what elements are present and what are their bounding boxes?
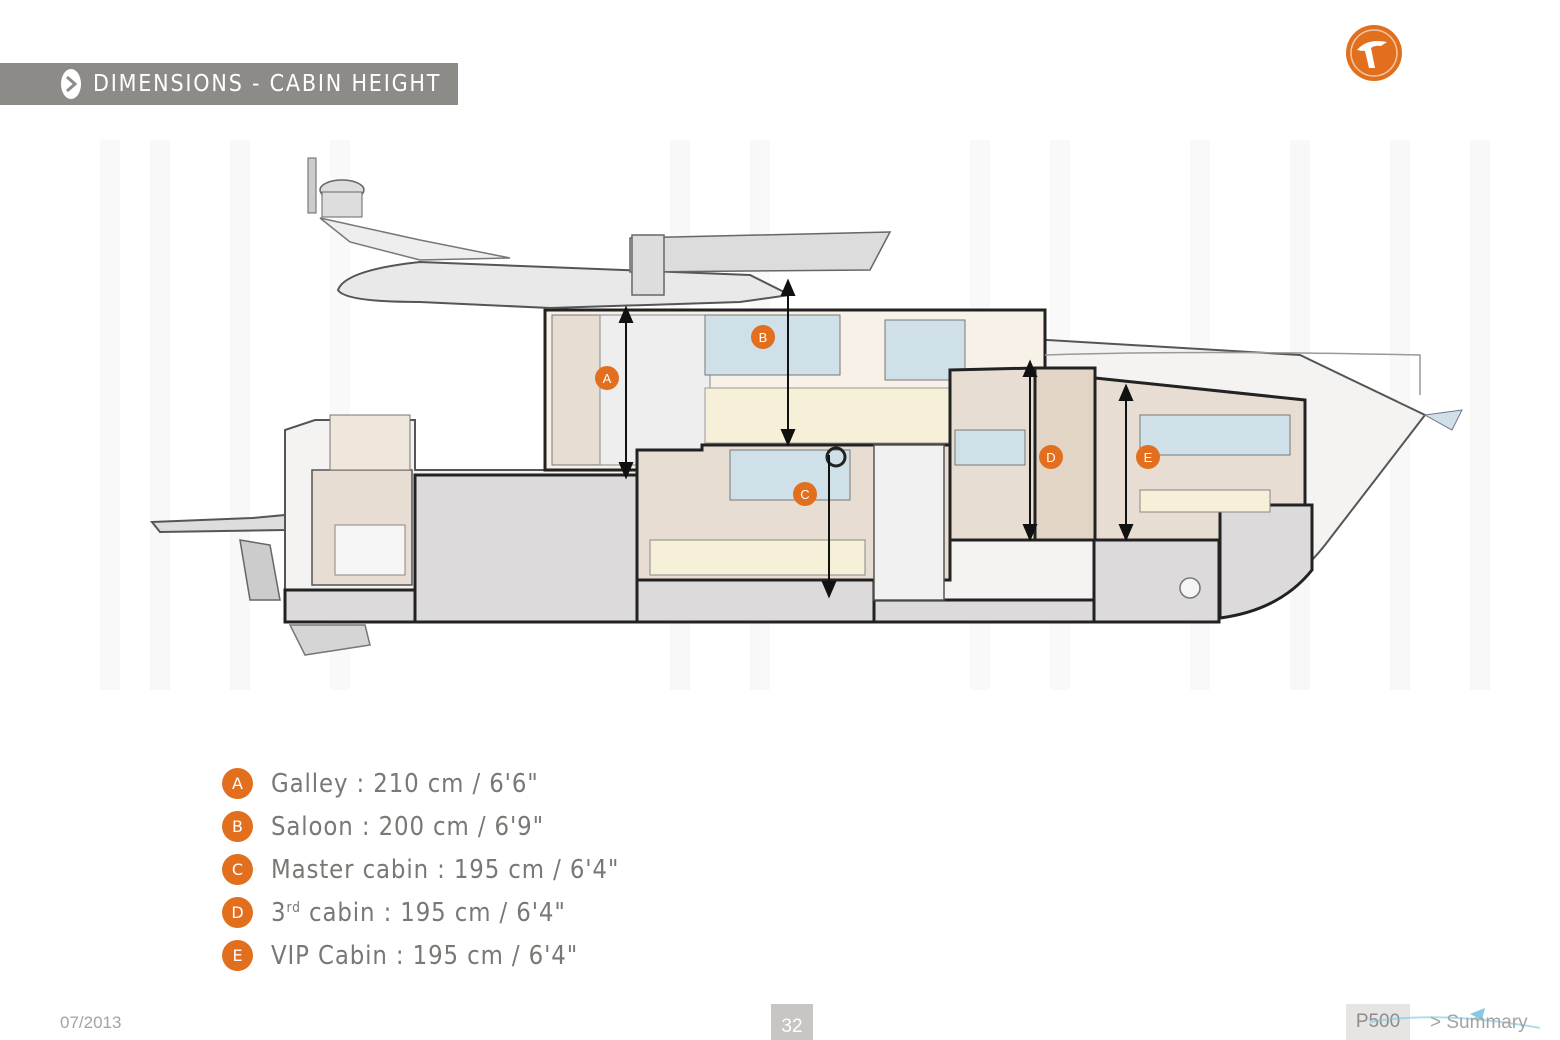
legend-prefix: 3 — [271, 897, 287, 928]
chevron-right-icon — [61, 69, 81, 99]
legend-item-3rd-cabin: D 3rd cabin : 195 cm / 6'4" — [222, 891, 667, 934]
legend-text: Galley : 210 cm / 6'6" — [271, 768, 539, 799]
legend-badge: E — [222, 940, 253, 971]
legend-text: 3rd cabin : 195 cm / 6'4" — [271, 898, 566, 928]
marker-a: A — [595, 366, 619, 390]
page-title: DIMENSIONS - CABIN HEIGHT — [93, 71, 442, 97]
legend-rest: cabin : 195 cm / 6'4" — [300, 897, 566, 928]
legend-badge: B — [222, 811, 253, 842]
brand-logo-icon — [1345, 24, 1403, 82]
section-header: DIMENSIONS - CABIN HEIGHT — [0, 63, 458, 105]
page-number: 32 — [771, 1004, 813, 1040]
legend-item-galley: A Galley : 210 cm / 6'6" — [222, 762, 667, 805]
marker-e: E — [1136, 445, 1160, 469]
cabin-height-legend: A Galley : 210 cm / 6'6" B Saloon : 200 … — [222, 762, 667, 977]
legend-badge: A — [222, 768, 253, 799]
marker-d: D — [1039, 445, 1063, 469]
legend-badge: D — [222, 897, 253, 928]
legend-item-vip-cabin: E VIP Cabin : 195 cm / 6'4" — [222, 934, 667, 977]
legend-sup: rd — [286, 899, 301, 916]
marker-b: B — [751, 325, 775, 349]
boat-drawing-svg — [100, 140, 1490, 690]
legend-badge: C — [222, 854, 253, 885]
legend-text: VIP Cabin : 195 cm / 6'4" — [271, 940, 579, 971]
legend-text: Master cabin : 195 cm / 6'4" — [271, 854, 620, 885]
boat-cross-section: A B C D E — [90, 130, 1510, 700]
footer-date: 07/2013 — [60, 1013, 122, 1032]
legend-text: Saloon : 200 cm / 6'9" — [271, 811, 545, 842]
watermark-swoosh-icon — [1369, 1008, 1541, 1029]
summary-link[interactable]: > Summary — [1430, 1012, 1528, 1033]
legend-item-saloon: B Saloon : 200 cm / 6'9" — [222, 805, 667, 848]
legend-item-master-cabin: C Master cabin : 195 cm / 6'4" — [222, 848, 667, 891]
marker-c: C — [793, 482, 817, 506]
